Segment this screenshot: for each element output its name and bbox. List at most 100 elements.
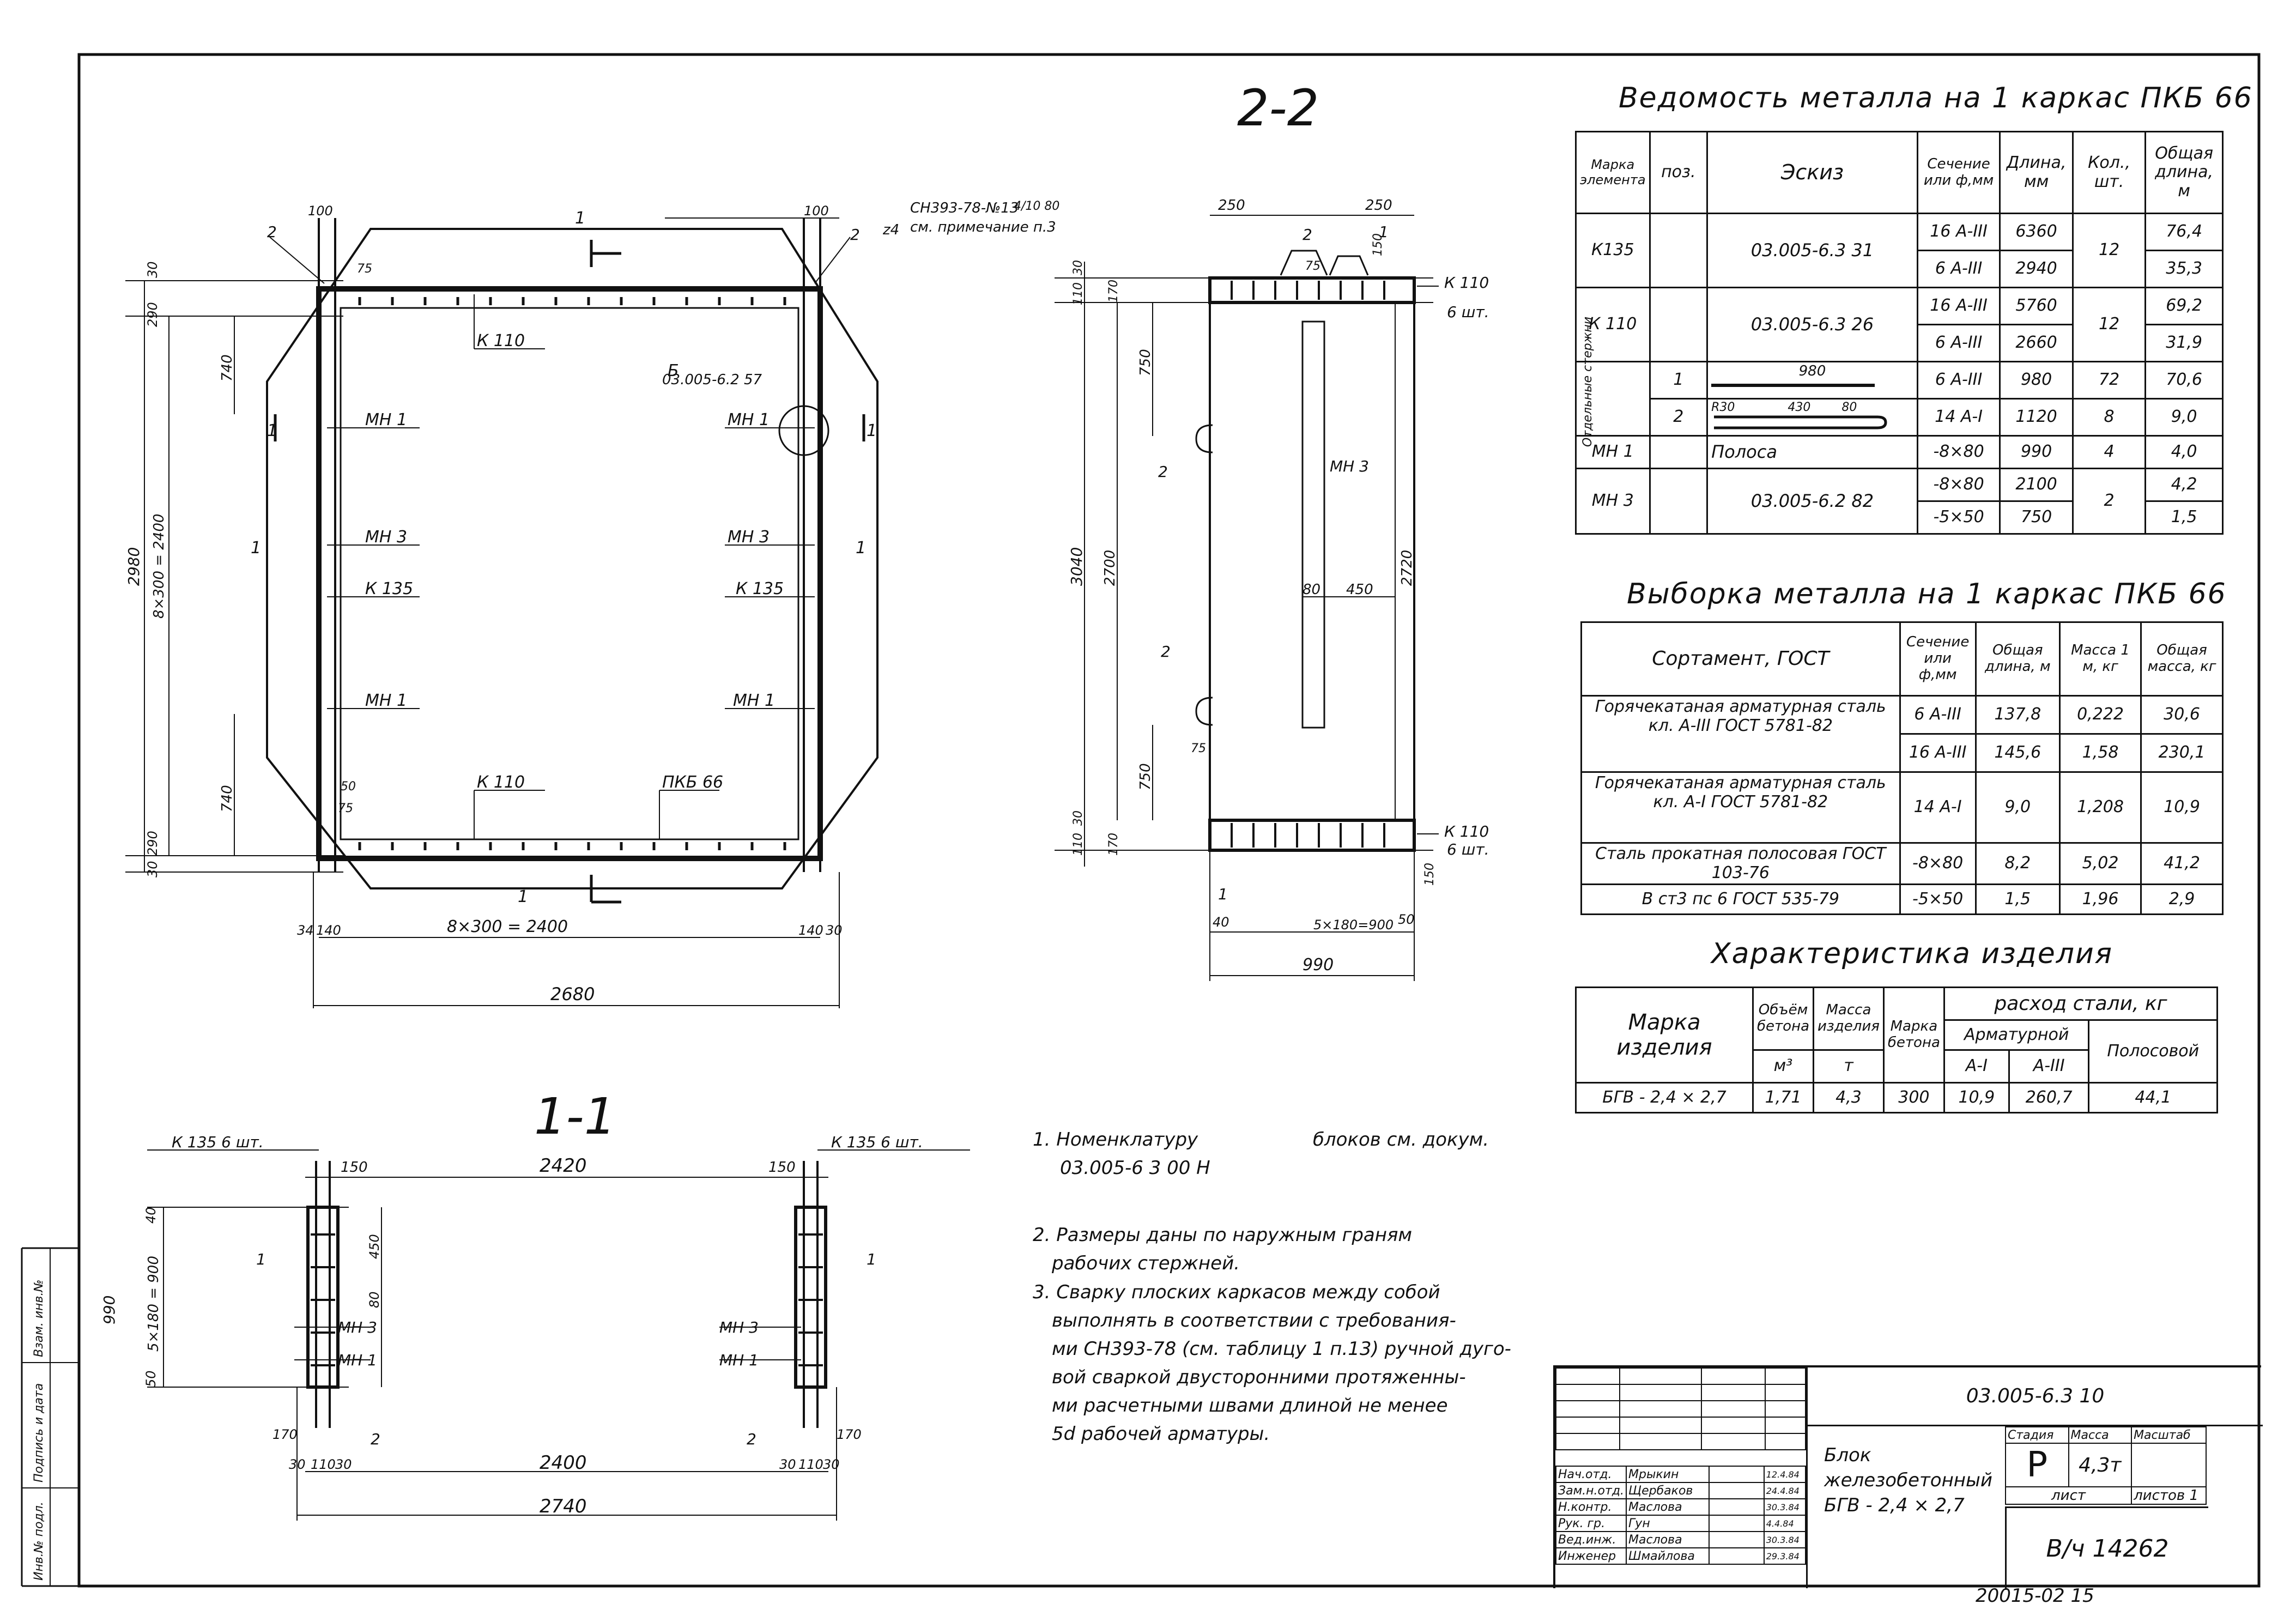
dim-30-top: 30 [145, 261, 160, 278]
ml-r0-len: 6360 [1999, 213, 2074, 251]
label-pos1-bottom: 1 [518, 887, 528, 906]
ms-r4-name: В ст3 пс 6 ГОСТ 535-79 [1580, 883, 1901, 915]
ch-h-arm: Арматурной [1943, 1019, 2090, 1051]
ms-r0-mt: 30,6 [2140, 695, 2224, 735]
note-1a: 1. Номенклатуру [1033, 1129, 1198, 1151]
dim-30-bottom: 30 [145, 861, 160, 877]
dim-2680: 2680 [550, 984, 595, 1004]
ml-r2-qty: 12 [2071, 287, 2147, 362]
metal-list-table: Марка элемента поз. Эскиз Сечение или ф,… [1575, 131, 2224, 535]
stamp-signature-date: Подпись и дата [32, 1383, 46, 1482]
label-k110-bottom: К 110 [477, 773, 525, 792]
ml-r3-total: 31,9 [2144, 324, 2224, 362]
s11-k135-r: К 135 6 шт. [831, 1133, 923, 1151]
s11-dim-170-l: 170 [272, 1427, 298, 1442]
sv-dim-750-top: 750 [1137, 349, 1154, 376]
ml-h-section: Сечение или ф,мм [1916, 131, 2001, 214]
ml-r7-mark: МН 3 [1575, 468, 1651, 535]
section-2-2-title: 2-2 [1237, 79, 1319, 137]
ml-r1-total: 35,3 [2144, 250, 2224, 288]
ref-note-1: СН393-78-№13 [910, 200, 1019, 216]
bottom-code: 20015-02 15 [1976, 1585, 2094, 1607]
ml-r2-sec: 16 А-ІІІ [1916, 287, 2001, 325]
note-3e: ми расчетными швами длиной не менее [1052, 1395, 1448, 1417]
sv-dim-75-top: 75 [1305, 259, 1320, 273]
tb-name-line-1: Блок железобетонный [1824, 1444, 1992, 1491]
s11-dim-30-l1: 30 [289, 1457, 306, 1472]
sv-dim-450: 450 [1346, 582, 1373, 598]
tb-role-3: Рук. гр. [1555, 1515, 1627, 1532]
characteristics-title: Характеристика изделия [1711, 937, 2113, 970]
sv-dim-150-bottom: 150 [1423, 863, 1437, 886]
dim-290-bottom: 290 [145, 831, 160, 856]
sv-six-bottom: 6 шт. [1447, 840, 1489, 858]
ml-r7-qty: 2 [2071, 468, 2147, 535]
ms-r0-len: 137,8 [1974, 695, 2061, 735]
tb-date-0: 12.4.84 [1763, 1466, 1807, 1483]
label-pos1-left: 1 [251, 538, 261, 558]
ms-r2-name: Горячекатаная арматурная сталь кл. А-І Г… [1580, 771, 1901, 844]
ml-h-length: Длина, мм [1999, 131, 2074, 214]
s11-dim-80: 80 [367, 1291, 382, 1308]
ch-h-conc: Марка бетона [1882, 986, 1945, 1084]
side-view-ticks [1231, 281, 1385, 848]
tb-org: В/ч 14262 [2005, 1506, 2208, 1590]
sv-dim-30-top: 30 [1071, 260, 1085, 275]
ch-h-mass: Масса изделия [1813, 986, 1885, 1051]
sv-dim-3040: 3040 [1068, 547, 1086, 586]
ml-h-pos: поз. [1649, 131, 1709, 214]
label-mn3-l: МН 3 [365, 528, 407, 547]
ch-r-mark: БГВ - 2,4 × 2,7 [1575, 1082, 1754, 1113]
stamp-inv-podl: Инв.№ подл. [32, 1502, 46, 1581]
ml-r0-mark: К135 [1575, 213, 1651, 288]
tb-name-2: Маслова [1626, 1498, 1710, 1516]
s11-dim-2400: 2400 [540, 1452, 587, 1474]
dim-50: 50 [341, 780, 356, 794]
cut-1-right: 1 [867, 421, 877, 440]
ms-r3-len: 8,2 [1974, 842, 2061, 885]
tb-date-5: 29.3.84 [1763, 1547, 1807, 1565]
label-mn1-l2: МН 1 [365, 691, 407, 710]
dim-8x300: 8×300 = 2400 [447, 917, 568, 936]
sv-pos2-a: 2 [1158, 463, 1168, 481]
note-1b: блоков см. докум. [1312, 1129, 1489, 1151]
ms-h-name: Сортамент, ГОСТ [1580, 621, 1901, 697]
label-mn3-r: МН 3 [728, 528, 770, 547]
ml-r4-sec: 6 А-ІІІ [1916, 361, 2001, 400]
ml-r2-sketch: 03.005-6.3 26 [1706, 287, 1918, 362]
ms-r1-mt: 230,1 [2140, 733, 2224, 773]
s11-pos2-l: 2 [371, 1430, 380, 1448]
metal-selection-table: Сортамент, ГОСТ Сечение или ф,мм Общая д… [1580, 621, 2224, 915]
dim-2980: 2980 [125, 547, 143, 586]
ms-r2-len: 9,0 [1974, 771, 2061, 844]
ms-h-sec: Сечение или ф,мм [1899, 621, 1977, 697]
tb-date-1: 24.4.84 [1763, 1482, 1807, 1499]
sv-dim-250-r: 250 [1365, 197, 1392, 214]
labels-2-2: 2-2 СН393-78-№13 4/10 80 см. примечание … [125, 79, 1319, 1004]
ch-h-a3: А-ІІІ [2008, 1049, 2090, 1084]
ms-r2-m1: 1,208 [2058, 771, 2142, 844]
tb-doc-number: 03.005-6.3 10 [1806, 1367, 2263, 1426]
sv-dim-75-bottom: 75 [1191, 742, 1206, 755]
ref-note-frac: 4/10 80 [1014, 199, 1059, 213]
tb-name-1: Щербаков [1626, 1482, 1710, 1499]
ms-r3-m1: 5,02 [2058, 842, 2142, 885]
sv-dim-2720: 2720 [1399, 550, 1415, 586]
s11-dim-450: 450 [367, 1234, 382, 1259]
tb-name-5: Шмайлова [1626, 1547, 1710, 1565]
sv-dim-30-bottom: 30 [1071, 810, 1085, 826]
section-1-1 [147, 1149, 970, 1521]
tb-mass: 4,3т [2068, 1443, 2133, 1487]
label-pos1-top: 1 [575, 209, 585, 228]
ref-b-doc: 03.005-6.2 57 [662, 372, 762, 388]
s11-dim-990: 990 [100, 1296, 118, 1324]
cut-1-left: 1 [267, 421, 277, 440]
s11-dim-2420: 2420 [540, 1155, 587, 1177]
label-mn1-r2: МН 1 [733, 691, 775, 710]
dim-75-top: 75 [357, 262, 372, 276]
sv-dim-170-bottom: 170 [1107, 833, 1120, 856]
